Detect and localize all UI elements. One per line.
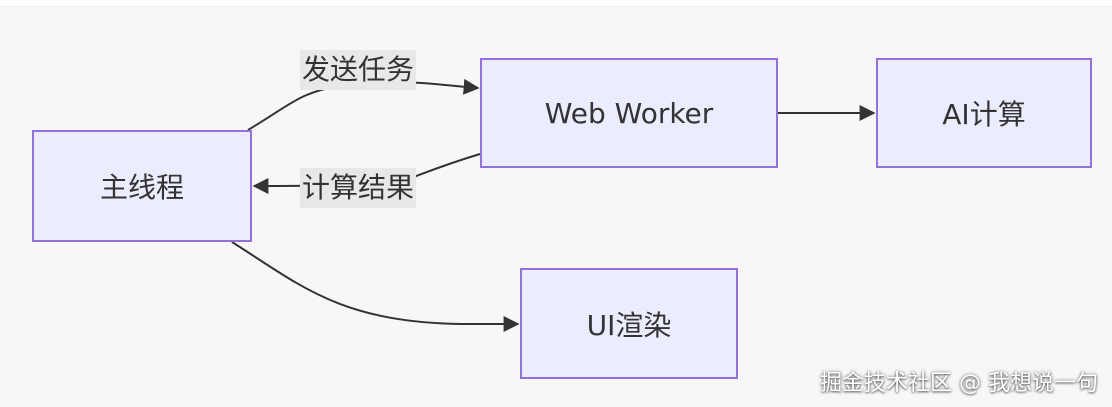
edge-label-send-task: 发送任务 (300, 50, 417, 90)
node-web-worker-label: Web Worker (544, 96, 714, 130)
node-web-worker: Web Worker (480, 58, 778, 168)
node-ui-render-label: UI渲染 (586, 308, 672, 342)
node-main-thread-label: 主线程 (99, 171, 184, 204)
top-strip (0, 0, 1112, 7)
node-ai-compute: AI计算 (876, 58, 1092, 168)
node-ai-compute-label: AI计算 (942, 98, 1026, 131)
node-ui-render: UI渲染 (520, 268, 738, 379)
edge-main-to-ui (231, 241, 520, 332)
edge-label-compute-result: 计算结果 (300, 168, 417, 208)
node-main-thread: 主线程 (32, 130, 252, 242)
watermark-text: 掘金技术社区 @ 我想说一句 (820, 371, 1098, 396)
